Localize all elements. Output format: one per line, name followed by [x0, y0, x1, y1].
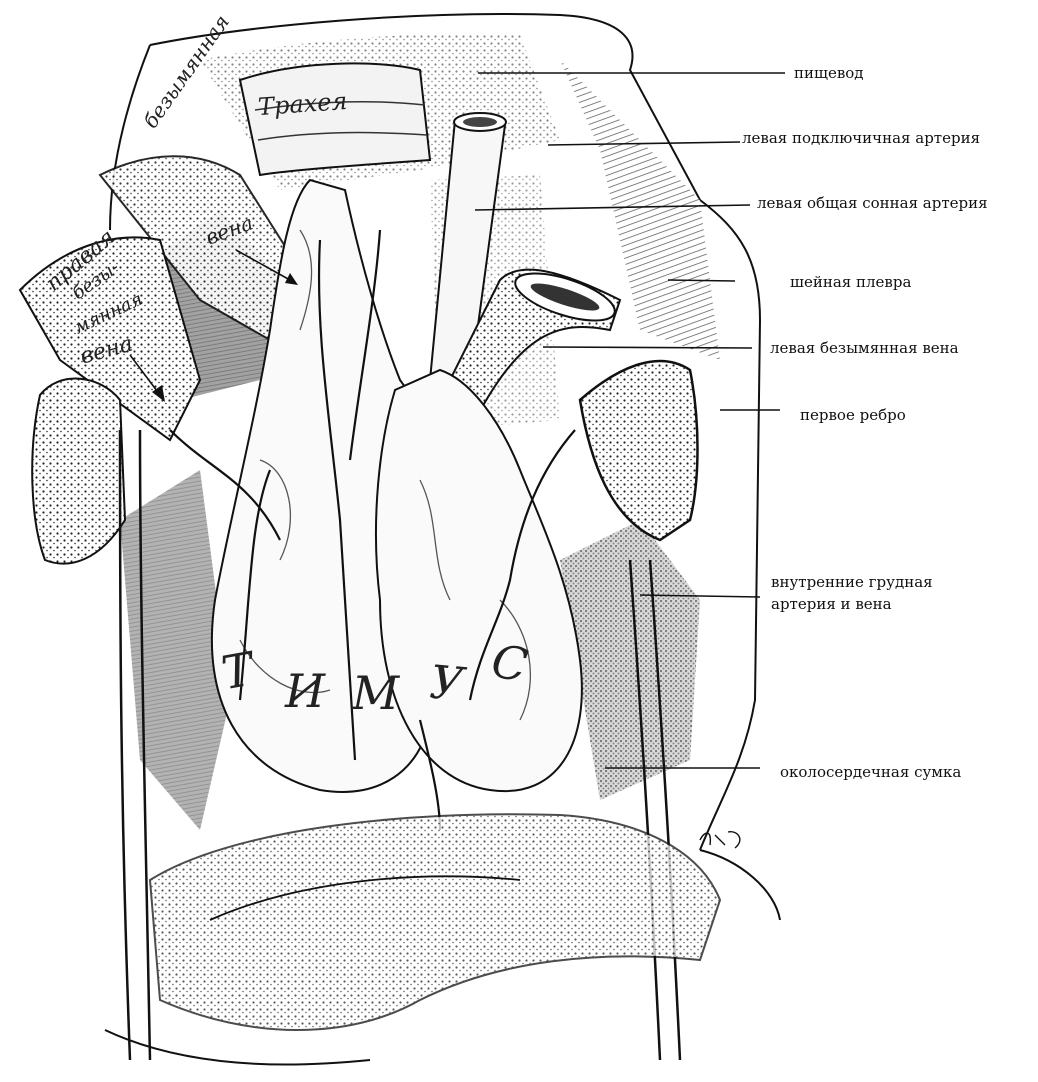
leader-left-brachiocephalic-vein: [543, 347, 752, 348]
leader-cervical-pleura: [668, 280, 735, 281]
thymus-letter-i: И: [285, 668, 325, 714]
label-pericardium: околосердечная сумка: [780, 762, 961, 782]
label-left-brachiocephalic-vein: левая безымянная вена: [770, 338, 959, 358]
label-internal-thoracic-line2: артерия и вена: [771, 594, 892, 614]
label-esophagus: пищевод: [794, 63, 864, 83]
label-first-rib: первое ребро: [800, 405, 906, 425]
label-left-common-carotid-artery: левая общая сонная артерия: [757, 193, 988, 213]
thymus-letter-u: У: [428, 659, 465, 708]
thymus-letter-m: М: [352, 670, 399, 716]
label-internal-thoracic-line1: внутренние грудная: [771, 572, 933, 592]
label-cervical-pleura: шейная плевра: [790, 272, 911, 292]
label-left-subclavian-artery: левая подключичная артерия: [742, 128, 980, 148]
pericardium-drawing: [150, 814, 720, 1030]
handwritten-trachea: Трахея: [257, 89, 348, 119]
